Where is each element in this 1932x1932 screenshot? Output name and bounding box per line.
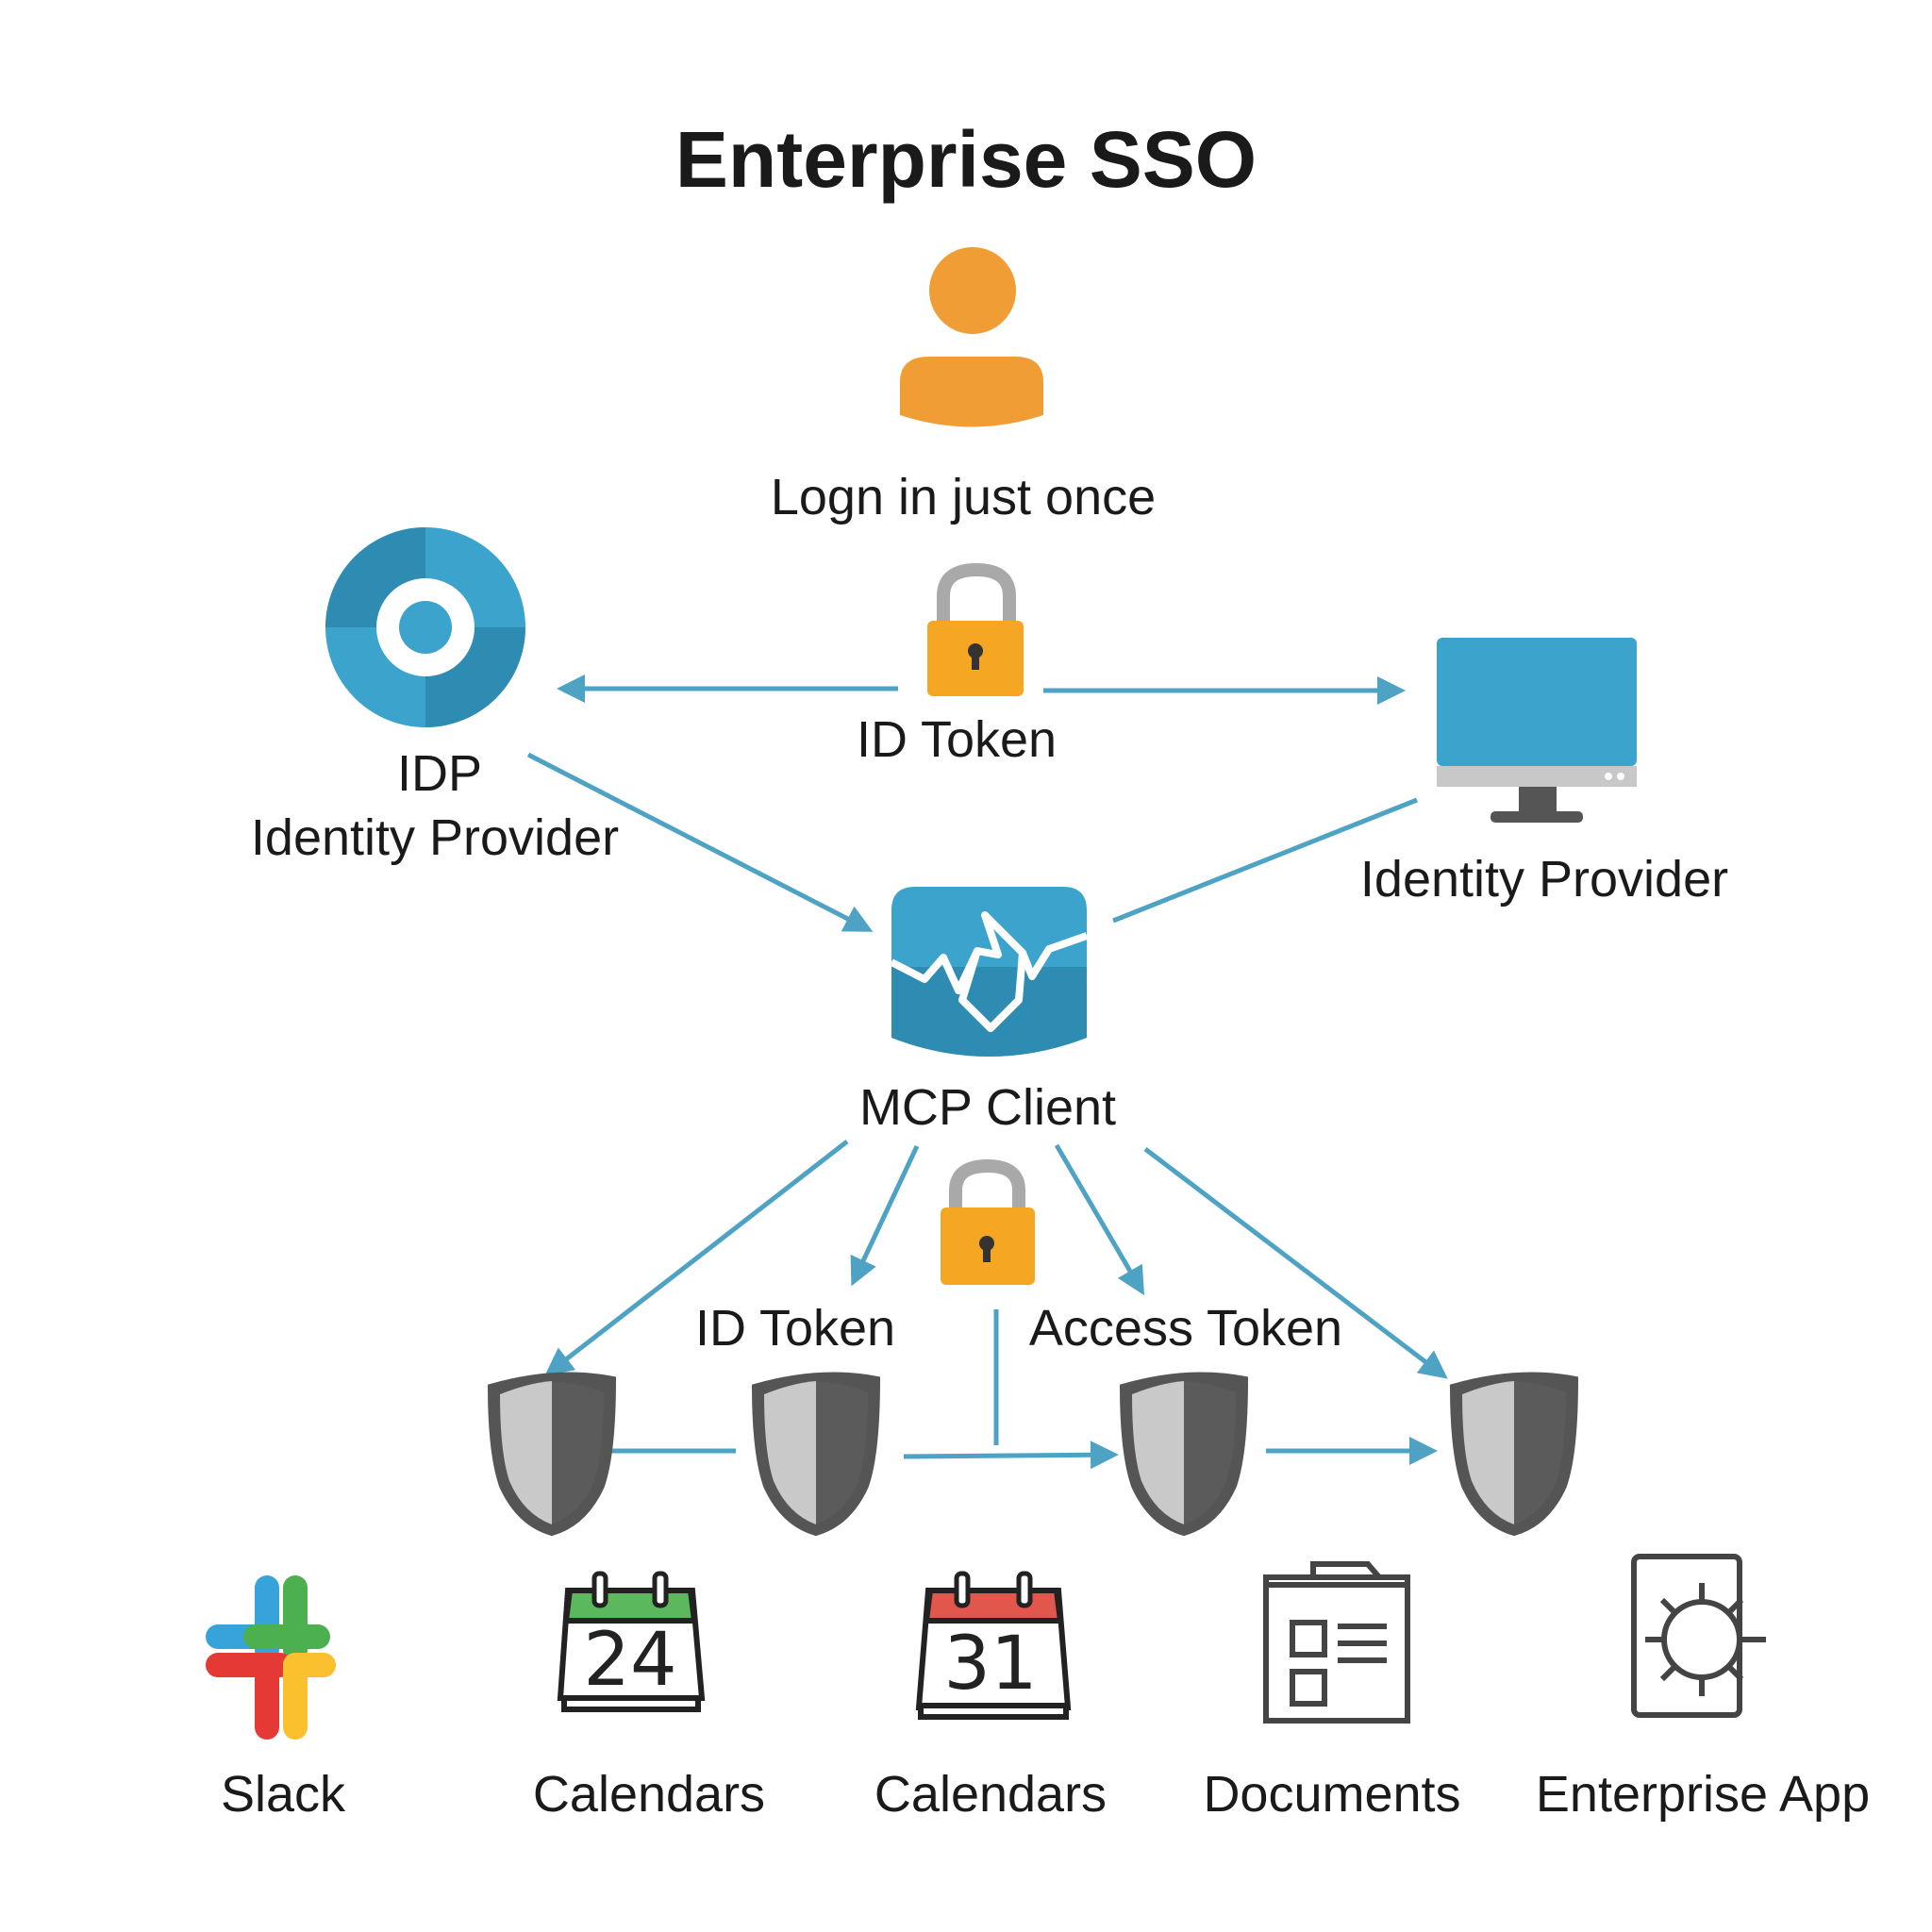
user-caption: Logn in just once xyxy=(771,469,1156,525)
line-monitor-to-mcp xyxy=(1112,797,1418,924)
page-title: Enterprise SSO xyxy=(675,115,1257,204)
mcp-client-icon xyxy=(890,887,1089,1057)
shield-icon xyxy=(487,1372,617,1537)
mcp-label: MCP Client xyxy=(859,1079,1116,1136)
access-token-label: Access Token xyxy=(1029,1300,1342,1357)
calendar-icon: 31 xyxy=(915,1571,1072,1720)
app-label-documents: Documents xyxy=(1203,1766,1460,1823)
calendar-date: 31 xyxy=(943,1622,1037,1707)
slack-icon xyxy=(206,1575,336,1740)
arrow-mcp-to-shield-2 xyxy=(850,1144,920,1287)
app-label-slack: Slack xyxy=(221,1766,346,1823)
app-label-enterprise-app: Enterprise App xyxy=(1536,1766,1870,1823)
lock-icon xyxy=(927,562,1024,696)
monitor-icon xyxy=(1437,638,1637,823)
arrow-idp-to-mcp xyxy=(526,752,874,932)
enterprise-app-icon xyxy=(1631,1554,1766,1718)
monitor-label: Identity Provider xyxy=(1360,851,1728,908)
shield-icon xyxy=(751,1372,881,1537)
shield-icon xyxy=(1449,1372,1579,1537)
documents-icon xyxy=(1263,1561,1410,1724)
idp-label-line2: Identity Provider xyxy=(251,809,619,866)
idp-label-line1: IDP xyxy=(397,745,482,802)
lock-icon-bottom xyxy=(941,1158,1035,1285)
arrow-mcp-to-shield-1 xyxy=(544,1140,849,1376)
arrow-mcp-to-shield-3 xyxy=(1054,1143,1145,1296)
app-label-calendars-2: Calendars xyxy=(874,1766,1107,1823)
id-token-bottom-label: ID Token xyxy=(695,1300,895,1357)
arrow-mcp-to-shield-4 xyxy=(1143,1147,1448,1379)
shield-icon xyxy=(1119,1372,1249,1537)
user-icon xyxy=(900,247,1043,427)
calendar-icon: 24 xyxy=(557,1571,706,1712)
arrow-shield2-to-shield3 xyxy=(903,1441,1119,1470)
calendar-date: 24 xyxy=(583,1618,676,1703)
id-token-top-label: ID Token xyxy=(857,711,1057,768)
app-label-calendars-1: Calendars xyxy=(533,1766,765,1823)
idp-icon xyxy=(325,527,525,727)
